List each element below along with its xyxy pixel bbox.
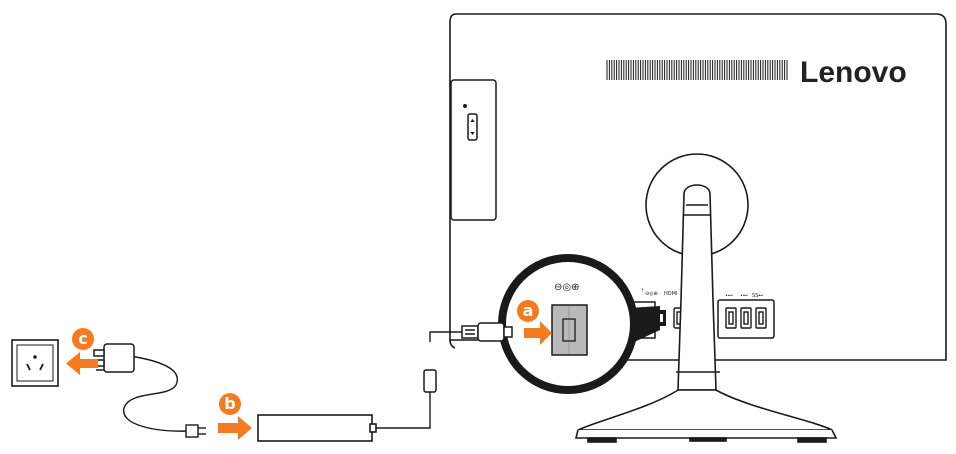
svg-text:SS⊷: SS⊷ — [752, 293, 763, 299]
step-badge-b: b — [219, 393, 241, 415]
svg-text:•⊷: •⊷ — [725, 293, 733, 299]
svg-text:•⊷: •⊷ — [740, 293, 748, 299]
usb-port-icon — [725, 307, 767, 329]
side-slot-arrows-icon — [470, 119, 475, 135]
svg-text:⇡: ⇡ — [640, 288, 644, 294]
magnified-dc-port — [551, 304, 588, 356]
step-badge-a-letter: a — [523, 301, 534, 320]
step-badge-a: a — [517, 300, 539, 322]
magnifier-callout: ⊖◎⊕ — [498, 254, 660, 394]
step-badge-c: c — [72, 328, 94, 350]
dc-in-port — [656, 310, 666, 326]
step-badge-b-letter: b — [224, 394, 235, 413]
arrow-step-b — [218, 416, 252, 440]
ac-connector — [185, 424, 206, 438]
svg-text:HDMI: HDMI — [664, 291, 677, 297]
dc-connector-icon — [461, 322, 513, 342]
step-badge-c-letter: c — [78, 329, 87, 348]
arrow-step-a — [524, 321, 552, 345]
monitor-back — [449, 13, 947, 361]
power-plug-icon — [93, 343, 135, 373]
wall-outlet-icon — [11, 339, 59, 387]
power-adapter-icon — [257, 414, 377, 442]
arrow-step-c — [66, 352, 98, 375]
side-panel — [450, 79, 497, 221]
svg-text:⊖◎⊕: ⊖◎⊕ — [645, 291, 658, 297]
magnified-dc-symbol: ⊖◎⊕ — [554, 282, 579, 293]
ferrite-bead — [423, 369, 437, 393]
brand-logo: Lenovo — [800, 56, 907, 89]
vent-grille — [606, 60, 788, 80]
rear-port-labels: ⊖◎⊕ HDMI •⊷ •⊷ SS⊷ ⇡ — [640, 288, 763, 299]
stand-base — [574, 389, 838, 443]
